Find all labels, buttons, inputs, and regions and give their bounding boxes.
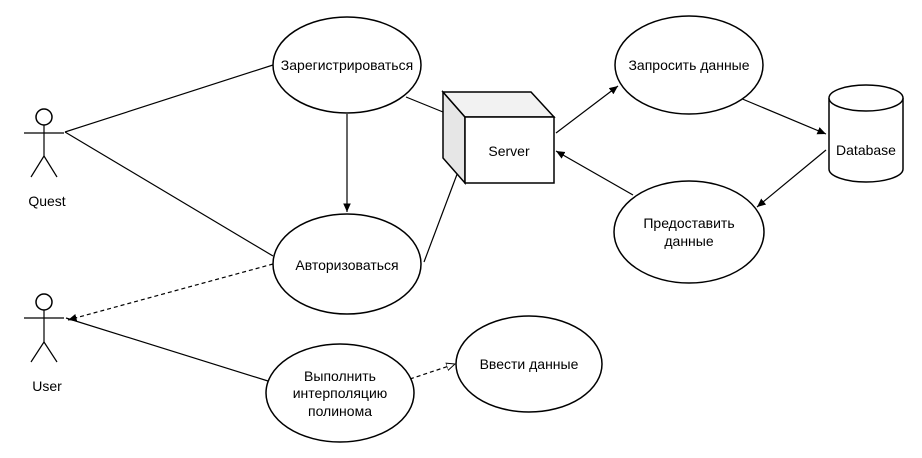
actor-quest[interactable]: Quest [24, 108, 66, 209]
actor-quest-label: Quest [28, 193, 65, 209]
database-body [828, 98, 904, 183]
usecase-authorize-ellipse [272, 213, 422, 315]
usecase-register-ellipse [272, 16, 422, 114]
edge-quest-register [64, 64, 274, 133]
usecase-request-data-label: Запросить данные [628, 57, 749, 73]
usecase-interpolate-label-line3: полинома [308, 403, 372, 419]
actor-user-head [35, 293, 53, 311]
actor-user-leg-left [30, 341, 45, 363]
usecase-provide-data-ellipse [613, 180, 765, 284]
usecase-register-label: Зарегистрироваться [281, 57, 413, 73]
actor-quest-leg-left [30, 155, 45, 178]
usecase-enter-data[interactable]: Ввести данные [455, 315, 603, 413]
usecase-interpolate-label-line2: интерполяцию [293, 385, 388, 401]
database-label: Database [836, 142, 896, 158]
usecase-request-data[interactable]: Запросить данные [614, 15, 764, 115]
actor-quest-leg-right [43, 155, 58, 178]
usecase-request-data-ellipse [614, 15, 764, 115]
edge-database-provide [756, 149, 827, 208]
usecase-enter-data-ellipse [455, 315, 603, 413]
actor-user[interactable]: User [24, 293, 64, 394]
database-top [828, 84, 904, 112]
server-node[interactable]: Server [441, 90, 556, 185]
server-node-front [464, 116, 555, 184]
actor-user-label: User [32, 378, 62, 394]
edge-quest-authorize [64, 131, 274, 257]
actor-user-leg-right [43, 341, 58, 363]
edge-user-interpolate [65, 317, 269, 382]
edge-register-server [405, 96, 444, 113]
usecase-register[interactable]: Зарегистрироваться [272, 16, 422, 114]
edge-provide-server [555, 150, 634, 196]
database-node[interactable]: Database [828, 84, 904, 183]
usecase-provide-data-label-line1: Предоставить [643, 215, 734, 231]
usecase-authorize-label: Авторизоваться [295, 257, 398, 273]
edge-request-database [739, 97, 827, 135]
actor-quest-head [35, 108, 53, 126]
edge-server-request [555, 85, 619, 134]
usecase-interpolate-label-line1: Выполнить [304, 368, 376, 384]
server-node-label: Server [488, 143, 530, 159]
edge-interpolate-enter-data [409, 364, 455, 380]
usecase-authorize[interactable]: Авторизоваться [272, 213, 422, 315]
edge-authorize-server [423, 168, 460, 263]
usecase-interpolate[interactable]: Выполнить интерполяцию полинома [265, 343, 415, 443]
usecase-enter-data-label: Ввести данные [480, 356, 579, 372]
usecase-interpolate-ellipse [265, 343, 415, 443]
usecase-provide-data[interactable]: Предоставить данные [613, 180, 765, 284]
usecase-provide-data-label-line2: данные [664, 233, 713, 249]
edge-authorize-user-dashed [67, 263, 274, 322]
